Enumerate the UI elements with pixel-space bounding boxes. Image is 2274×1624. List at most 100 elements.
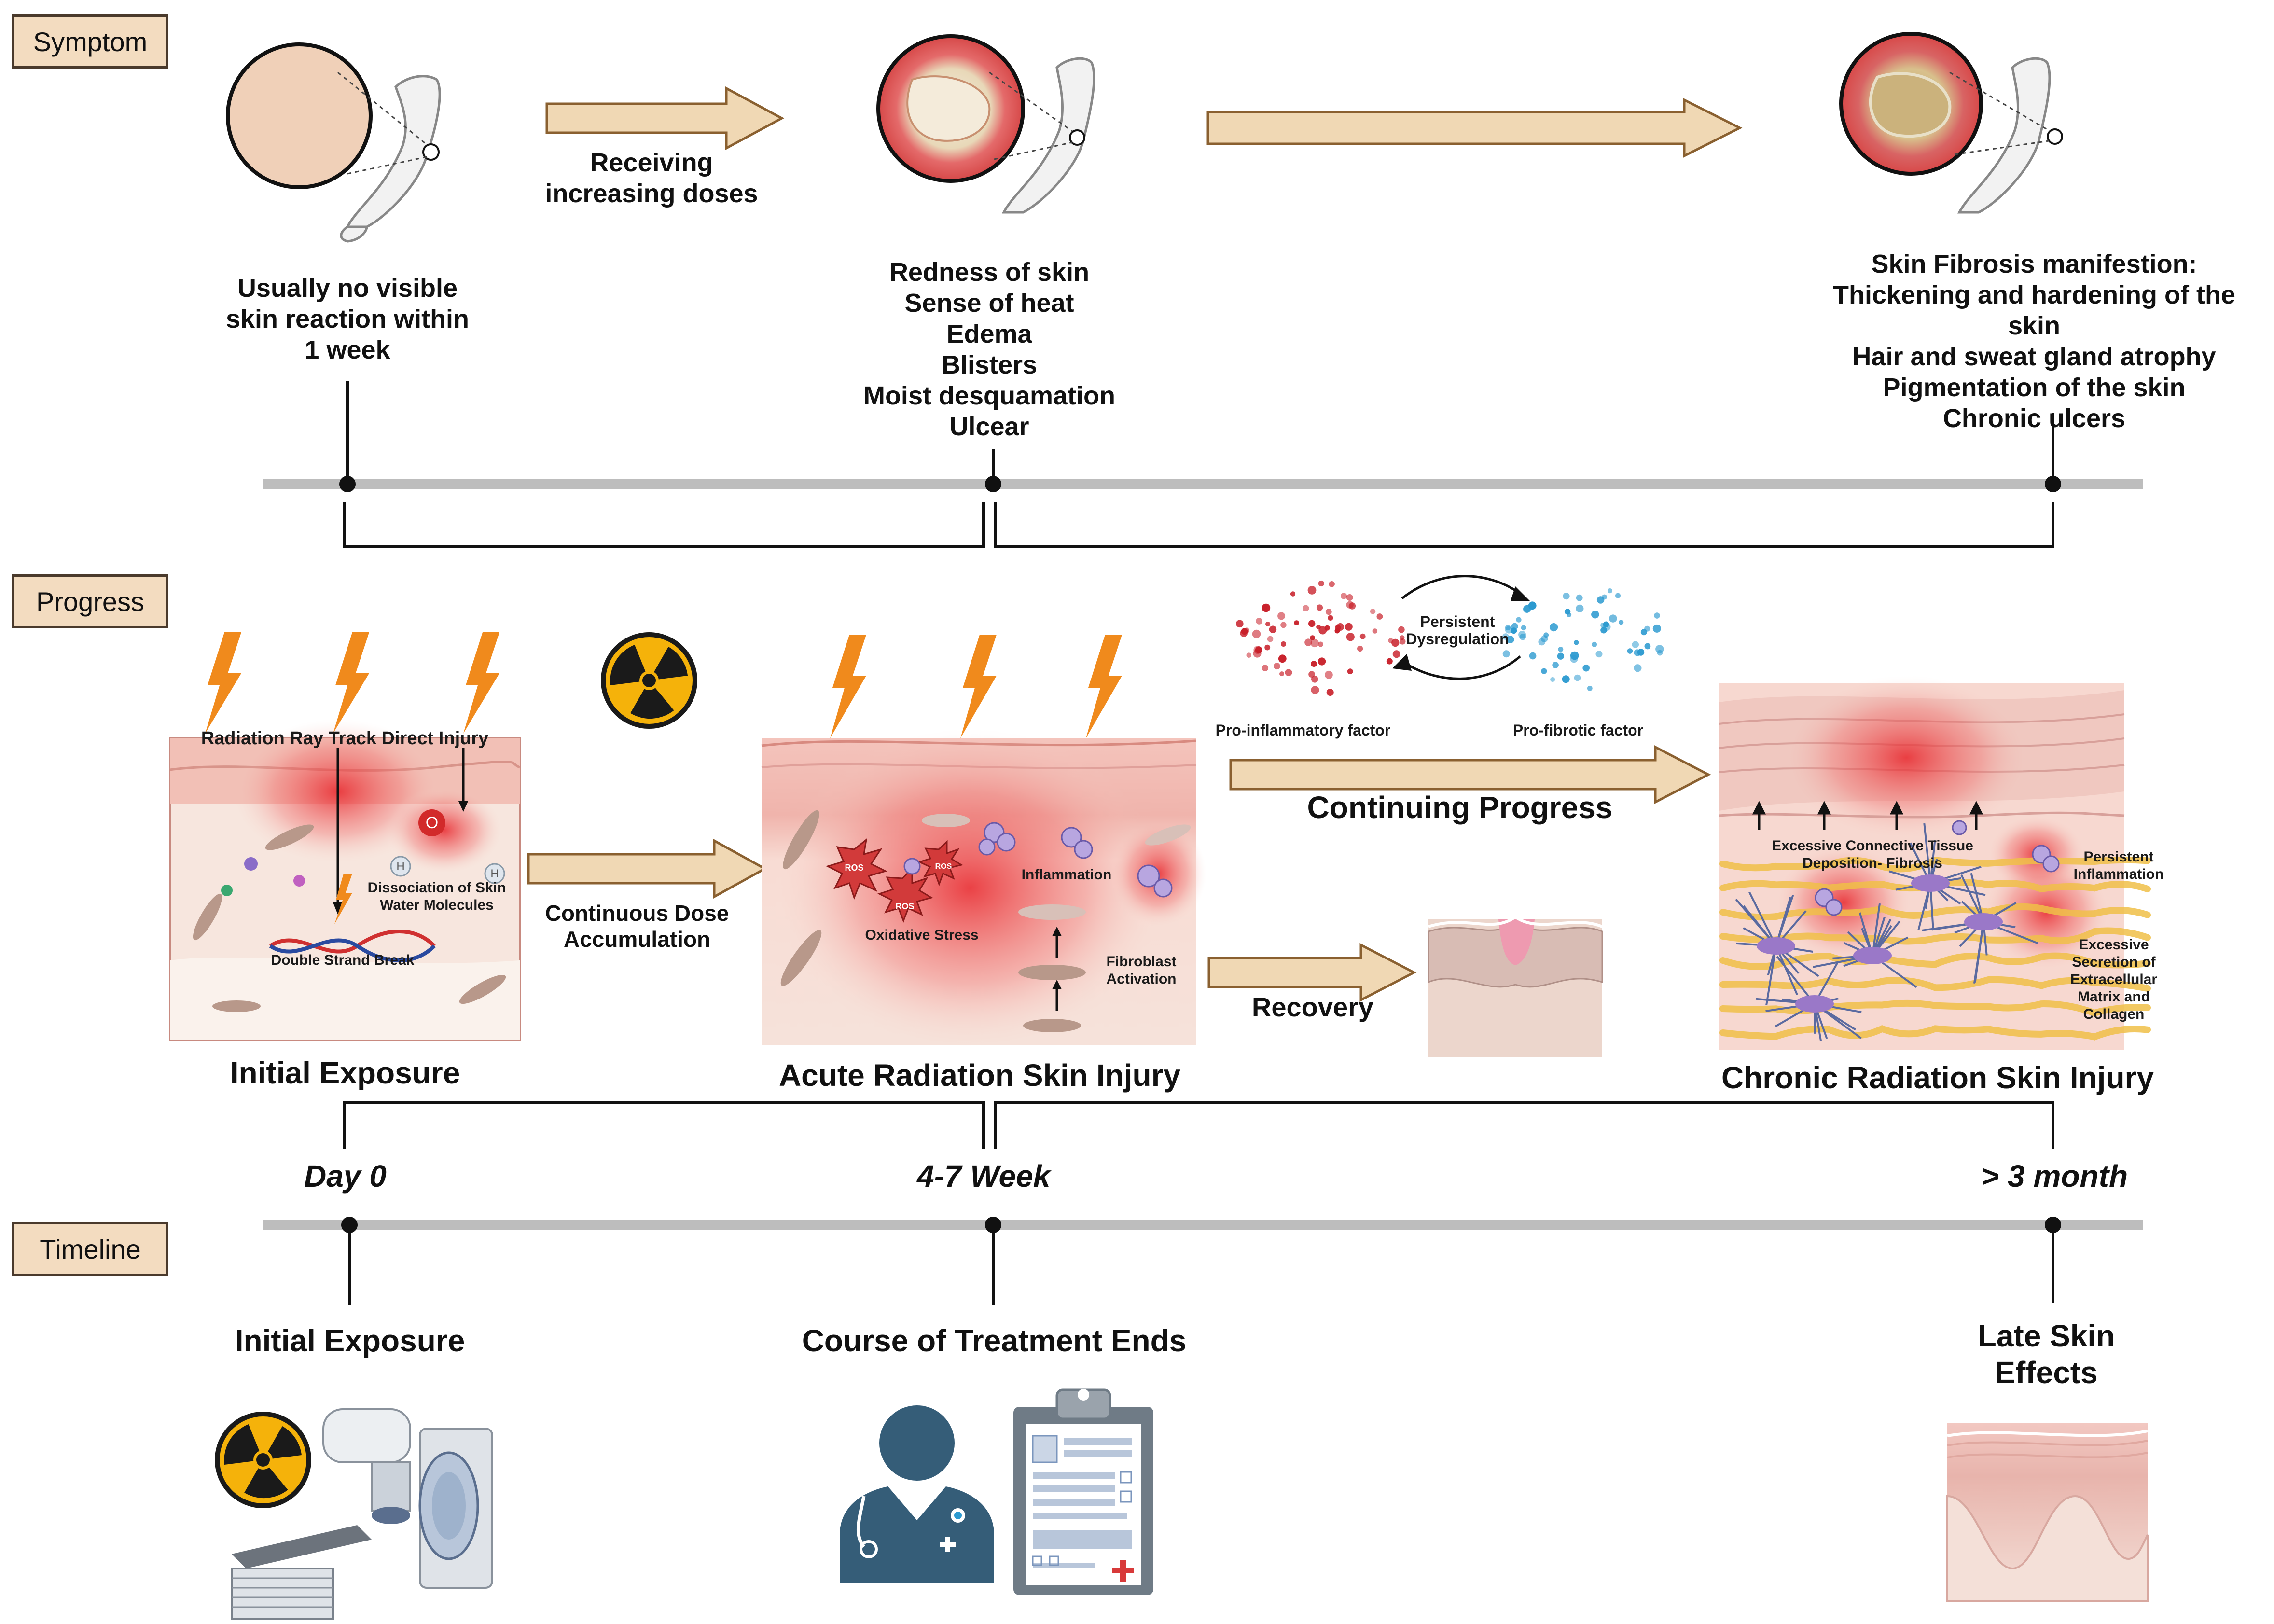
factor-dot [1303,605,1309,611]
text-line: Excessive Connective Tissue [1771,838,1973,854]
factor-dot [1529,652,1537,660]
recovery-skin [1428,915,1603,1057]
lightning-bolt-icon [205,632,241,734]
factor-dot [1627,648,1633,654]
factor-dot [1654,612,1660,619]
factor-dot [1310,638,1319,648]
arrow-symptom-2 [1206,97,1743,158]
text-line: Skin Fibrosis manifestion: [1871,250,2197,278]
factor-dot [1591,611,1599,619]
factor-dot [1255,646,1262,654]
factor-dot [1615,593,1621,598]
clipboard-icon [1013,1388,1153,1595]
factor-dot [1619,620,1624,625]
text-line: Pigmentation of the skin [1883,373,2186,402]
timeline-late-effects: Late Skin Effects [1926,1318,2167,1391]
text-line: 1 week [305,335,390,364]
doctor-icon [840,1405,994,1583]
lightning-bolt-icon [333,632,369,734]
factor-dot [1329,581,1335,587]
factor-dot [1370,609,1376,614]
factor-dot [1552,662,1559,668]
section-tag-symptom: Symptom [12,14,168,69]
connective-tissue-label: Excessive Connective Tissue Deposition- … [1752,837,1993,872]
fibroblast-cell [1757,937,1795,955]
radiation-icon [215,1412,311,1508]
factor-dot [1574,640,1579,645]
initial-exposure-skin [169,719,521,1041]
factor-dot [1346,594,1353,601]
symptom-bracket-2 [994,502,2054,548]
fibrotic-strand [1923,823,1931,884]
acute-skin [761,729,1206,1047]
text-line: increasing doses [545,179,758,208]
factor-dot [1304,638,1312,646]
symptom-stage1-text: Usually no visible skin reaction within … [203,273,492,365]
factor-dot [1511,623,1518,630]
text-line: Late Skin [1977,1319,2115,1353]
factor-dot [1516,617,1522,623]
symptom-bracket-1 [343,502,985,548]
factor-dot [1399,638,1406,645]
factor-dot [1307,586,1317,595]
factor-dot [1316,604,1323,611]
factor-dot [1325,609,1332,615]
symptom-dot-2 [985,476,1001,492]
factor-dot [1241,628,1248,635]
factor-dot [1290,591,1296,597]
collagen-fiber [1719,976,2151,992]
factor-dot [1279,671,1284,677]
text-line: Sense of heat [904,289,1074,318]
text-line: Chronic ulcers [1942,404,2126,433]
factor-dot [1274,663,1280,670]
factor-dot [1280,622,1287,628]
hydrogen-label: H [490,867,499,880]
lightning-bolt-icon [463,632,499,734]
collagen-fiber [1719,952,2151,970]
factor-dot [1328,615,1333,621]
increasing-doses-label: Receiving increasing doses [507,147,796,209]
text-line: Redness of skin [889,258,1090,287]
factor-dot [1236,620,1244,628]
timeline-week: 4-7 Week [917,1159,1051,1194]
arrow-continuing-progress [1229,745,1711,805]
factor-dot [1632,641,1639,648]
text-line: Inflammation [2073,866,2164,882]
factor-dot [1592,641,1597,647]
arm-icon-3 [1957,57,2051,214]
text-line: Matrix and [2077,989,2150,1005]
persistent-inflammation-label: Persistent Inflammation [2061,848,2177,883]
text-line: Collagen [2083,1006,2145,1022]
factor-dot [1308,620,1316,627]
factor-dot [1281,641,1286,647]
symptom-stage3-text: Skin Fibrosis manifestion: Thickening an… [1805,249,2263,434]
fibroblast-cell [1964,913,2003,930]
text-line: Usually no visible [237,274,458,303]
factor-dot [1652,624,1661,633]
lightning-bolt-icon [960,635,997,738]
factor-dot [1543,632,1549,638]
direct-injury-label: Radiation Ray Track Direct Injury [201,728,489,749]
factor-dot [1326,689,1334,696]
factor-dot [1570,655,1578,663]
collagen-fiber [1719,999,2151,1017]
hydrogen-label: H [396,860,405,873]
section-tag-timeline: Timeline [12,1222,168,1276]
continuing-progress-label: Continuing Progress [1307,790,1613,825]
radiation-icon [601,632,697,729]
ros-label: ROS [845,863,864,873]
text-line: Accumulation [563,927,711,952]
dissociation-label: Dissociation of Skin Water Molecules [350,879,524,914]
factor-dot [1334,628,1340,634]
collagen-fiber [1719,927,2151,945]
fibrotic-strand [1872,903,1881,956]
factor-dot [1386,658,1393,665]
factor-dot [1294,620,1299,625]
factor-dot [1595,651,1603,658]
factor-dot [1308,671,1315,678]
factor-dot [1644,643,1651,650]
factor-dot [1285,669,1292,676]
factor-dot [1541,668,1547,674]
factor-dot [1267,636,1274,642]
